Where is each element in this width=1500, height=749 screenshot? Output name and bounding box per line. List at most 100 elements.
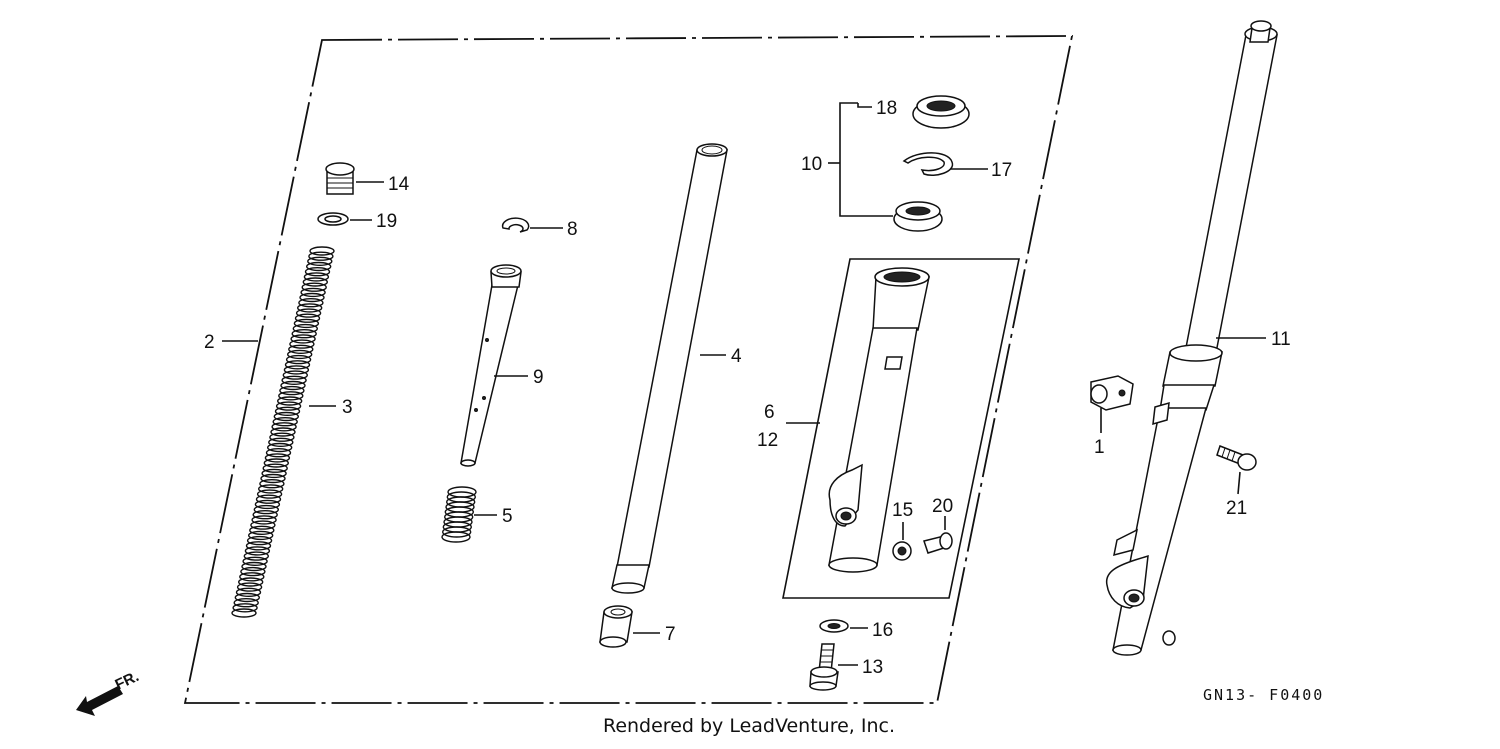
callout-16[interactable]: 16: [872, 620, 893, 641]
callout-14[interactable]: 14: [388, 174, 410, 195]
spring-coil: [263, 458, 289, 468]
part-6-fork-slider[interactable]: [828, 267, 930, 573]
spring-coil: [442, 526, 472, 538]
callout-5[interactable]: 5: [502, 506, 513, 527]
part-19-washer[interactable]: [317, 212, 349, 226]
spring-coil: [279, 385, 305, 396]
spring-coil: [277, 396, 303, 406]
part-13-socket-bolt[interactable]: [809, 643, 839, 691]
part-17-snap-ring[interactable]: [902, 152, 954, 176]
callout-18[interactable]: 18: [876, 98, 897, 119]
callout-8[interactable]: 8: [567, 219, 578, 240]
spring-coil: [308, 251, 334, 261]
spring-coil: [243, 551, 269, 561]
callout-11[interactable]: 11: [1271, 329, 1291, 350]
callout-19[interactable]: 19: [376, 211, 397, 232]
spring-coil: [309, 246, 335, 256]
spring-coil: [233, 598, 259, 608]
callout-9[interactable]: 9: [533, 367, 544, 388]
part-4-fork-tube[interactable]: [611, 143, 728, 594]
spring-coil: [261, 468, 287, 479]
spring-coil: [251, 515, 277, 525]
callout-21[interactable]: 21: [1226, 498, 1247, 519]
callout-15[interactable]: 15: [892, 500, 913, 521]
part-7-oil-lock-piece[interactable]: [599, 605, 633, 648]
spring-coil: [248, 530, 274, 541]
spring-coil: [282, 370, 308, 380]
assembly-frame: [183, 35, 1074, 704]
slider-subframe: [782, 258, 1020, 599]
spring-coil: [288, 344, 314, 354]
spring-coil: [258, 484, 284, 494]
spring-coil: [232, 603, 258, 613]
part-5-rebound-spring[interactable]: [441, 486, 477, 543]
spring-coil: [307, 256, 333, 266]
spring-coil: [291, 329, 317, 339]
part-21-bolt[interactable]: [1216, 445, 1257, 471]
spring-coil: [256, 489, 283, 499]
spring-coil: [297, 303, 323, 313]
spring-coil: [285, 354, 312, 365]
spring-coil: [269, 432, 295, 442]
part-14-bolt[interactable]: [325, 162, 355, 195]
part-20-screw[interactable]: [923, 532, 953, 554]
spring-coil: [262, 463, 288, 473]
callout-20[interactable]: 20: [932, 496, 953, 517]
spring-coil: [267, 442, 293, 453]
part-11-fork-assembly[interactable]: [1105, 20, 1278, 656]
spring-coil: [301, 282, 327, 292]
callout-13[interactable]: 13: [862, 657, 883, 678]
spring-coil: [252, 510, 278, 520]
callout-4[interactable]: 4: [731, 346, 742, 367]
spring-coil: [275, 401, 302, 411]
spring-coil: [253, 504, 279, 515]
part-3-fork-spring[interactable]: [231, 246, 335, 618]
callout-1[interactable]: 1: [1094, 437, 1105, 458]
part-16-washer[interactable]: [819, 619, 849, 633]
spring-coil: [241, 561, 267, 572]
spring-coil: [299, 292, 325, 303]
spring-coil: [441, 531, 471, 543]
spring-coil: [240, 566, 266, 577]
spring-coil: [304, 267, 331, 277]
front-label: FR.: [113, 668, 142, 694]
part-9-damper-rod[interactable]: [460, 264, 522, 467]
spring-coil: [273, 411, 299, 422]
spring-coil: [250, 520, 276, 530]
spring-coil: [242, 556, 268, 566]
spring-coil: [287, 349, 313, 360]
spring-coil: [260, 473, 286, 484]
callout-3[interactable]: 3: [342, 397, 353, 418]
spring-coil: [295, 308, 322, 318]
callout-2[interactable]: 2: [204, 332, 215, 353]
spring-coil: [294, 313, 321, 323]
spring-coil: [249, 525, 275, 535]
spring-coil: [234, 592, 261, 603]
part-15-washer[interactable]: [892, 541, 912, 561]
callout-6[interactable]: 6: [764, 402, 775, 423]
callout-12[interactable]: 12: [757, 430, 778, 451]
spring-coil: [300, 287, 326, 298]
spring-coil: [239, 572, 265, 582]
spring-coil: [284, 360, 311, 370]
spring-coil: [303, 272, 330, 282]
part-10-oil-seal[interactable]: [893, 201, 943, 232]
footer-credit: Rendered by LeadVenture, Inc.: [602, 715, 896, 737]
spring-coil: [237, 577, 264, 587]
callout-17[interactable]: 17: [991, 160, 1012, 181]
part-1-bracket[interactable]: [1090, 375, 1134, 411]
spring-coil: [283, 365, 310, 375]
part-8-clip[interactable]: [501, 217, 530, 233]
spring-coil: [272, 417, 298, 427]
spring-coil: [246, 535, 273, 546]
spring-coil: [259, 479, 285, 489]
callout-7[interactable]: 7: [665, 624, 676, 645]
spring-coil: [290, 334, 316, 344]
part-18-dust-seal[interactable]: [912, 95, 970, 129]
spring-coil: [255, 494, 282, 504]
leader-lines: [222, 102, 1266, 666]
callout-10[interactable]: 10: [801, 154, 822, 175]
front-direction-arrow: FR.: [76, 668, 142, 716]
spring-coil: [268, 437, 294, 447]
spring-coil: [244, 546, 271, 556]
